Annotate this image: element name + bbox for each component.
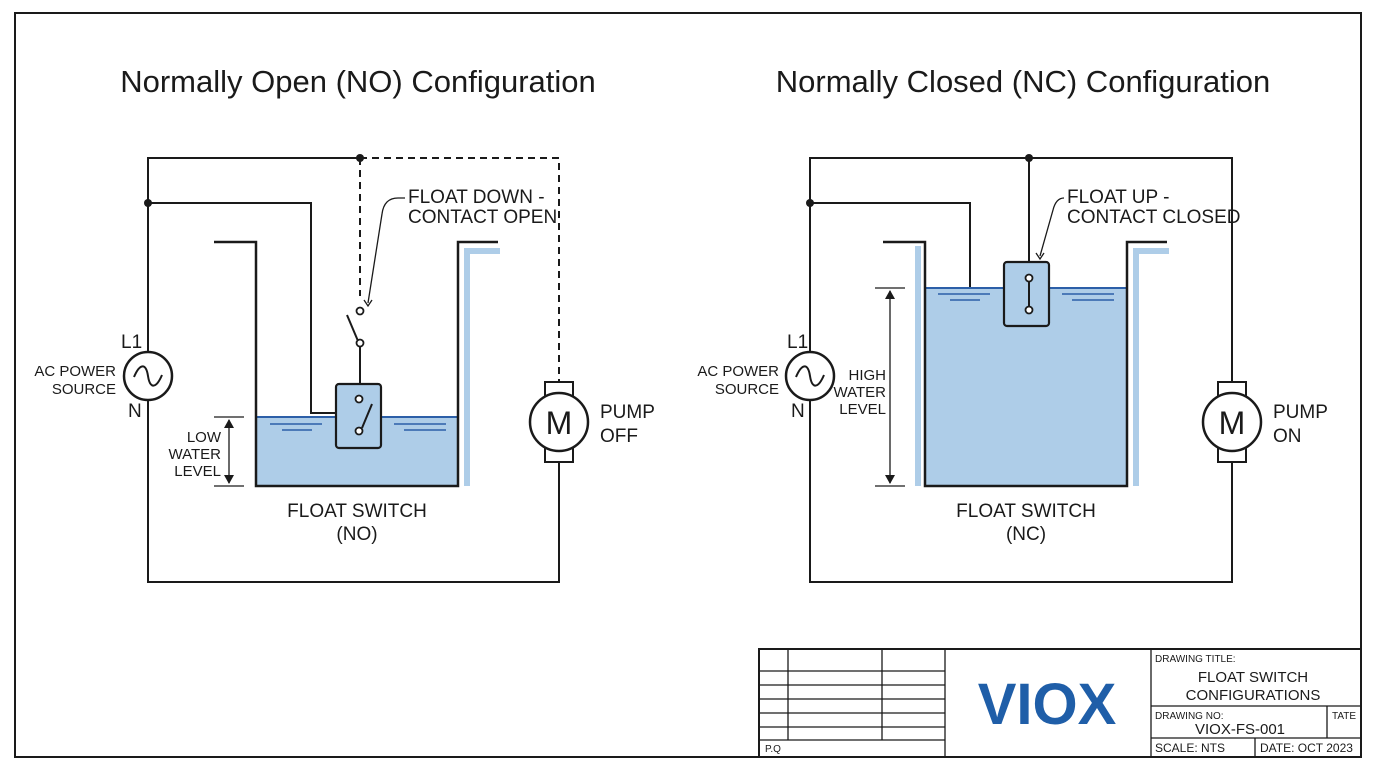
nc-tank-wall-shade-left — [915, 246, 921, 486]
nc-tank-lip-shade — [1133, 248, 1169, 254]
title-block-frame — [758, 648, 1362, 758]
nc-level-label-2: WATER — [834, 384, 887, 401]
no-motor-symbol: M — [546, 405, 573, 441]
nc-switch-label-2: (NC) — [1006, 524, 1046, 545]
no-source-l1: L1 — [121, 332, 142, 353]
no-contact-terminal-lower — [355, 338, 365, 348]
viox-logo: VIOX — [978, 672, 1117, 737]
no-switch-label-2: (NO) — [336, 524, 377, 545]
drawing-no-label: DRAWING NO: — [1155, 711, 1224, 722]
no-float-switch-icon — [334, 382, 383, 450]
no-open-contact-blade — [346, 314, 359, 342]
no-tank-wall-shade — [464, 252, 470, 486]
tate-label: TATE — [1332, 711, 1356, 722]
no-level-label-1: LOW — [187, 429, 222, 446]
nc-inner-wire — [810, 202, 1004, 293]
nc-tank-wall-shade-right — [1133, 252, 1139, 486]
nc-source-label-2: SOURCE — [715, 381, 779, 398]
nc-return-wire — [809, 396, 1233, 583]
nc-configuration: Normally Closed (NC) Configuration L1 N … — [697, 64, 1328, 583]
no-callout-leader — [367, 197, 405, 304]
nc-callout-arrow — [1035, 252, 1045, 261]
no-title: Normally Open (NO) Configuration — [120, 64, 596, 99]
no-source-label-1: AC POWER — [34, 363, 116, 380]
nc-left-junction — [806, 199, 814, 207]
nc-source-l1: L1 — [787, 332, 808, 353]
no-tank — [214, 240, 498, 488]
no-contact-terminal-upper — [355, 306, 365, 316]
no-level-label-2: WATER — [169, 446, 222, 463]
nc-level-label-1: HIGH — [849, 367, 887, 384]
no-pump-label-2: OFF — [600, 426, 638, 447]
no-source-n: N — [128, 401, 142, 422]
no-source-label-2: SOURCE — [52, 381, 116, 398]
no-callout-2: CONTACT OPEN — [408, 207, 557, 228]
no-return-wire — [147, 396, 560, 583]
no-float-terminal-lower — [354, 426, 364, 436]
no-inner-wire — [148, 202, 336, 414]
scale-text: SCALE: NTS — [1155, 741, 1225, 755]
nc-level-label-3: LEVEL — [839, 401, 886, 418]
nc-callout-1: FLOAT UP - — [1067, 187, 1169, 208]
no-left-junction — [144, 199, 152, 207]
no-top-junction — [356, 154, 364, 162]
drawing-title-label: DRAWING TITLE: — [1155, 654, 1236, 665]
drawing-border — [14, 12, 1362, 758]
nc-top-wire — [809, 157, 1233, 382]
no-tank-lip-shade — [464, 248, 500, 254]
nc-pump-label-1: PUMP — [1273, 402, 1328, 423]
nc-switch-label-1: FLOAT SWITCH — [956, 501, 1096, 522]
no-top-wire — [147, 157, 360, 352]
nc-motor-icon — [1201, 391, 1263, 453]
no-switch-label-1: FLOAT SWITCH — [287, 501, 427, 522]
drawing-title-line-1: FLOAT SWITCH — [1198, 669, 1308, 686]
no-pump-label-1: PUMP — [600, 402, 655, 423]
nc-float-terminal-lower — [1024, 305, 1034, 315]
no-callout-1: FLOAT DOWN - — [408, 187, 545, 208]
no-float-terminal-upper — [354, 394, 364, 404]
no-level-arrow-down — [224, 475, 234, 484]
no-level-label-3: LEVEL — [174, 463, 221, 480]
title-block: P.Q VIOX DRAWING TITLE: FLOAT SWITCH CON… — [758, 648, 1362, 758]
nc-callout-2: CONTACT CLOSED — [1067, 207, 1241, 228]
no-callout-arrow — [363, 299, 373, 308]
nc-tank — [883, 240, 1167, 488]
drawing-no-value: VIOX-FS-001 — [1195, 721, 1285, 738]
no-level-arrow-up — [224, 419, 234, 428]
nc-level-arrow-down — [885, 475, 895, 484]
no-configuration: Normally Open (NO) Configuration L1 N AC… — [34, 64, 655, 583]
nc-level-arrow-up — [885, 290, 895, 299]
no-dashed-open-path — [360, 157, 560, 382]
nc-callout-leader — [1039, 197, 1065, 257]
no-motor-icon — [528, 391, 590, 453]
nc-source-label-1: AC POWER — [697, 363, 779, 380]
nc-float-terminal-upper — [1024, 273, 1034, 283]
no-sine-wave-icon — [133, 365, 163, 387]
nc-float-switch-icon — [1002, 260, 1051, 328]
revision-label: P.Q — [765, 744, 781, 755]
no-float-blade — [361, 403, 373, 429]
nc-pump-label-2: ON — [1273, 426, 1302, 447]
nc-source-n: N — [791, 401, 805, 422]
drawing-title-line-2: CONFIGURATIONS — [1186, 687, 1321, 704]
nc-title: Normally Closed (NC) Configuration — [776, 64, 1270, 99]
date-text: DATE: OCT 2023 — [1260, 741, 1353, 755]
nc-sine-wave-icon — [795, 365, 825, 387]
nc-motor-symbol: M — [1219, 405, 1246, 441]
